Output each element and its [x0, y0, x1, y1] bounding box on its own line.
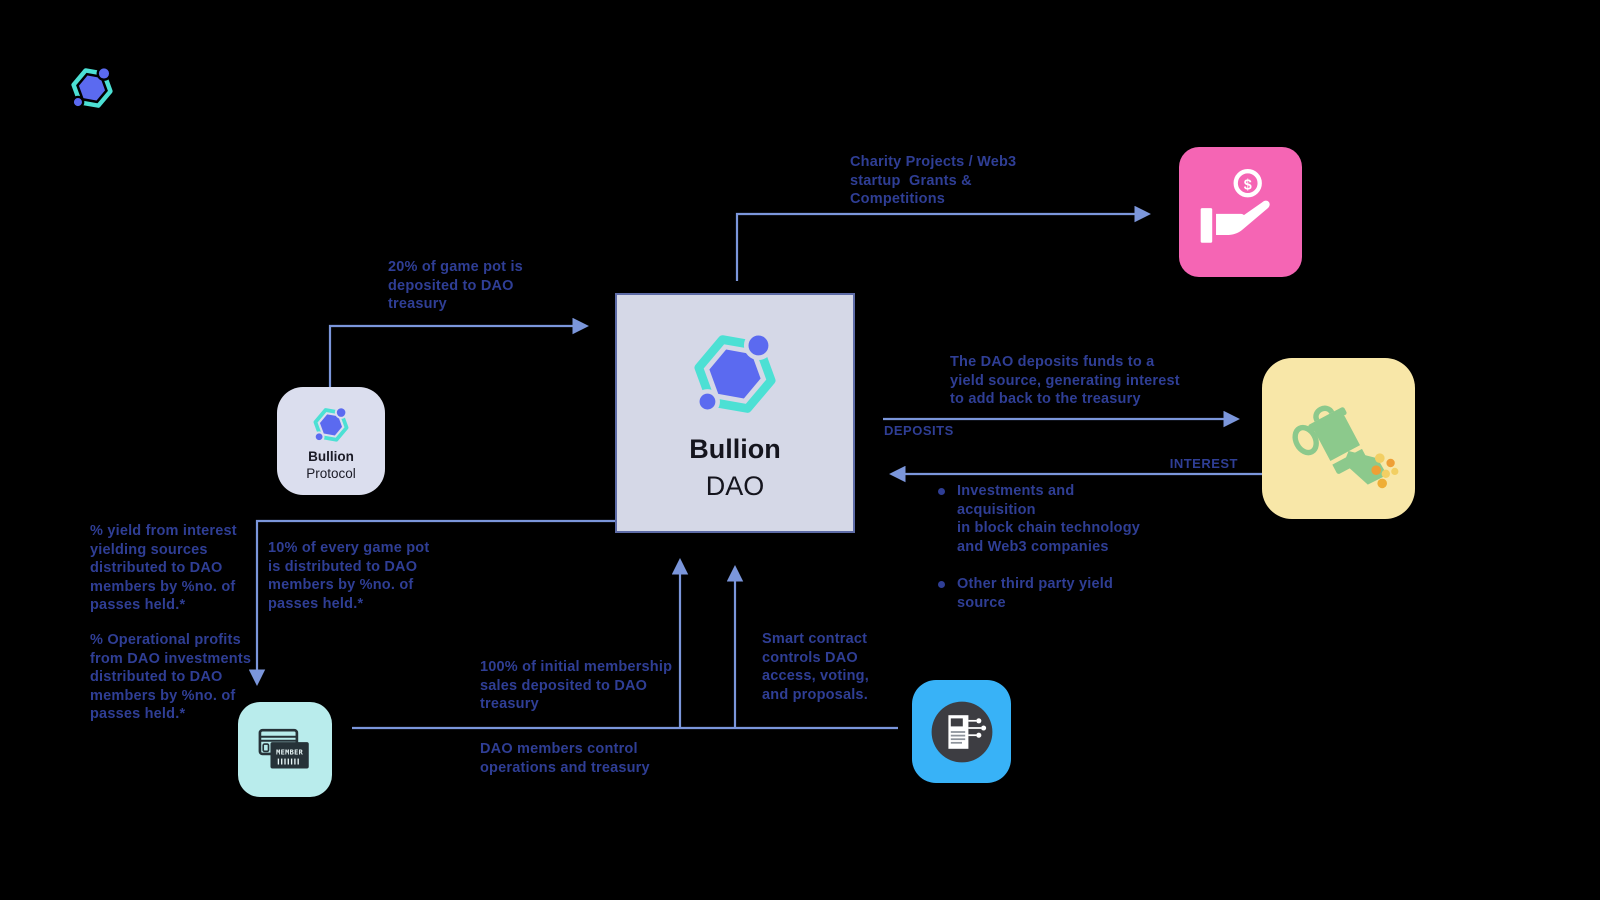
bullet-dot-icon	[938, 581, 945, 588]
bullion-logo-icon	[66, 61, 118, 113]
member-card-icon: MEMBER	[258, 728, 309, 768]
note-members-control: DAO members control operations and treas…	[480, 741, 650, 776]
bullion-logo-icon	[309, 402, 353, 446]
protocol-box-title: Bullion	[308, 449, 354, 464]
list-item: Other third party yield source	[938, 575, 1153, 612]
note-yield-distribution: % yield from interest yielding sources d…	[90, 523, 237, 613]
dao-box-subtitle: DAO	[705, 471, 765, 501]
dao-treasury-box: Bullion DAO	[615, 293, 855, 533]
dao-box-title: Bullion	[689, 434, 781, 464]
bullion-logo-icon	[684, 321, 786, 423]
deposits-arrow-label: DEPOSITS	[884, 423, 954, 438]
list-item: Investments and acquisition in block cha…	[938, 482, 1153, 556]
note-membership-sales: 100% of initial membership sales deposit…	[480, 659, 673, 712]
watering-can-icon	[1291, 405, 1398, 488]
note-deposit-description: The DAO deposits funds to a yield source…	[950, 354, 1180, 407]
yield-source-bullet-list: Investments and acquisition in block cha…	[938, 482, 1153, 631]
charity-grants-tile: $	[1179, 147, 1302, 277]
arrow-protocol-to-dao	[328, 317, 589, 387]
protocol-box-subtitle: Protocol	[306, 466, 356, 481]
note-game-pot-20: 20% of game pot is deposited to DAO trea…	[388, 259, 523, 312]
smart-contract-tile	[912, 680, 1011, 783]
dao-members-tile: MEMBER	[238, 702, 332, 797]
note-charity-grants: Charity Projects / Web3 startup Grants &…	[850, 154, 1017, 207]
note-operational-profits: % Operational profits from DAO investmen…	[90, 632, 252, 722]
arrow-dao-to-charity	[735, 205, 1151, 281]
yield-source-tile	[1262, 358, 1415, 519]
note-investments: Investments and acquisition in block cha…	[957, 483, 1141, 555]
hand-coin-icon: $	[1200, 169, 1270, 243]
note-third-party-yield: Other third party yield source	[957, 576, 1114, 611]
note-game-pot-10: 10% of every game pot is distributed to …	[268, 540, 430, 612]
bullion-protocol-box: Bullion Protocol	[277, 387, 385, 495]
member-card-label: MEMBER	[276, 748, 303, 756]
contract-document-icon	[931, 701, 992, 762]
interest-arrow-label: INTEREST	[1169, 456, 1238, 471]
dollar-sign-glyph: $	[1243, 177, 1251, 193]
note-smart-contract: Smart contract controls DAO access, voti…	[762, 631, 869, 703]
arrow-dao-to-members	[248, 519, 615, 686]
bullet-dot-icon	[938, 488, 945, 495]
